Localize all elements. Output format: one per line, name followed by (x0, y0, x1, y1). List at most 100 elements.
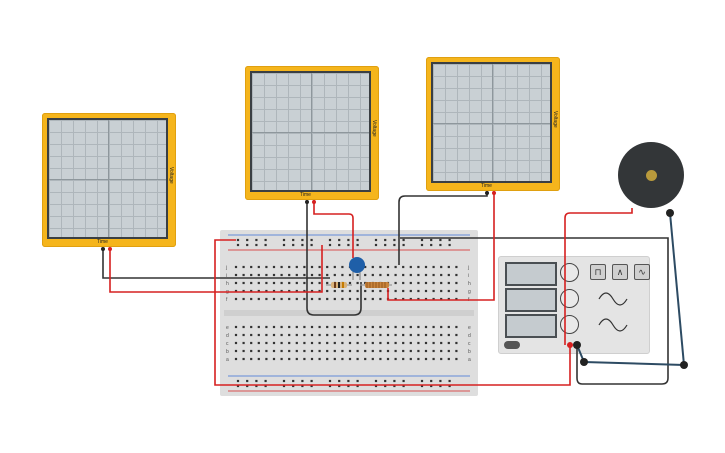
oscilloscope-2-screen (250, 71, 371, 192)
power-toggle[interactable] (504, 341, 520, 349)
rail-hole (292, 238, 295, 242)
breadboard-hole (455, 333, 458, 337)
breadboard-hole (440, 297, 443, 301)
rail-hole (448, 238, 451, 242)
rail-hole (310, 384, 313, 388)
breadboard-hole (379, 297, 382, 301)
breadboard-hole (310, 273, 314, 277)
function-generator[interactable]: ⊓ ∧ ∿ (498, 256, 650, 354)
breadboard-hole (417, 341, 420, 345)
breadboard-hole (318, 333, 321, 337)
breadboard-hole (364, 341, 367, 345)
wire-buzzer-negative-1 (669, 212, 685, 366)
breadboard-hole (455, 349, 458, 353)
breadboard-hole (341, 289, 344, 293)
breadboard-hole (371, 265, 374, 269)
rail-hole (402, 384, 405, 388)
rail-hole (310, 238, 313, 242)
breadboard-hole (356, 349, 359, 353)
breadboard-hole (257, 349, 260, 353)
breadboard-hole (364, 325, 367, 329)
row-letter: j (467, 265, 469, 271)
breadboard-hole (402, 357, 405, 361)
breadboard-hole (341, 297, 344, 301)
row-letter: h (226, 281, 229, 287)
breadboard-hole (288, 357, 291, 361)
inductor-1 (360, 282, 392, 288)
breadboard-hole (379, 349, 382, 353)
buzzer-center (646, 170, 657, 181)
rail-hole (264, 238, 267, 242)
rail-hole (264, 379, 267, 383)
breadboard-hole (265, 341, 268, 345)
breadboard-hole (447, 333, 450, 337)
oscilloscope-3-screen (431, 62, 552, 183)
breadboard-hole (272, 281, 276, 285)
rail-hole (384, 243, 387, 247)
breadboard-hole (440, 325, 443, 329)
breadboard-hole (295, 289, 298, 293)
breadboard-hole (356, 281, 359, 285)
oscilloscope-2[interactable]: Time Voltage (245, 66, 379, 200)
breadboard-hole (318, 265, 321, 269)
breadboard-hole (364, 265, 367, 269)
row-letter: j (225, 265, 227, 271)
breadboard-hole (288, 341, 291, 345)
oscilloscope-3-time-label: Time (481, 183, 492, 189)
breadboard-hole (250, 273, 253, 277)
breadboard-hole (394, 349, 397, 353)
breadboard-hole (424, 297, 428, 301)
breadboard-hole (242, 297, 245, 301)
sine-wave-icon[interactable]: ∿ (634, 264, 650, 280)
rail-hole (448, 384, 451, 388)
square-wave-icon[interactable]: ⊓ (590, 264, 606, 280)
scope3-probe-red (492, 191, 496, 195)
oscilloscope-1-screen (47, 118, 168, 239)
breadboard-hole (447, 325, 450, 329)
breadboard-hole (440, 349, 443, 353)
rail-hole (301, 238, 304, 242)
breadboard-hole (371, 341, 374, 345)
piezo-buzzer[interactable] (618, 142, 684, 208)
breadboard-hole (272, 297, 276, 301)
breadboard-hole (432, 297, 435, 301)
breadboard-hole (348, 341, 352, 345)
breadboard-hole (310, 333, 314, 337)
breadboard-hole (394, 297, 397, 301)
oscilloscope-1[interactable]: Time Voltage (42, 113, 176, 247)
breadboard-hole (394, 289, 397, 293)
triangle-wave-icon[interactable]: ∧ (612, 264, 628, 280)
breadboard-hole (348, 357, 352, 361)
breadboard-hole (402, 341, 405, 345)
breadboard-hole (341, 265, 344, 269)
rail-hole (236, 238, 240, 242)
breadboard-hole (455, 357, 458, 361)
breadboard-hole (234, 349, 238, 353)
breadboard-hole (234, 325, 238, 329)
rail-hole (393, 243, 396, 247)
fgen-junction (580, 358, 588, 366)
breadboard-hole (341, 325, 344, 329)
rail-hole (292, 384, 295, 388)
breadboard-hole (356, 273, 359, 277)
breadboard-hole (280, 273, 283, 277)
oscilloscope-3[interactable]: Time Voltage (426, 57, 560, 191)
breadboard-hole (303, 273, 306, 277)
breadboard-hole (394, 265, 397, 269)
breadboard-hole (234, 265, 238, 269)
breadboard-hole (272, 349, 276, 353)
breadboard-hole (333, 297, 336, 301)
rail-hole (246, 384, 249, 388)
breadboard-hole (440, 281, 443, 285)
breadboard-hole (402, 325, 405, 329)
breadboard-hole (257, 357, 260, 361)
breadboard-hole (310, 349, 314, 353)
breadboard-hole (424, 273, 428, 277)
breadboard-hole (257, 273, 260, 277)
breadboard-hole (333, 265, 336, 269)
breadboard-hole (371, 273, 374, 277)
breadboard-hole (280, 281, 283, 285)
